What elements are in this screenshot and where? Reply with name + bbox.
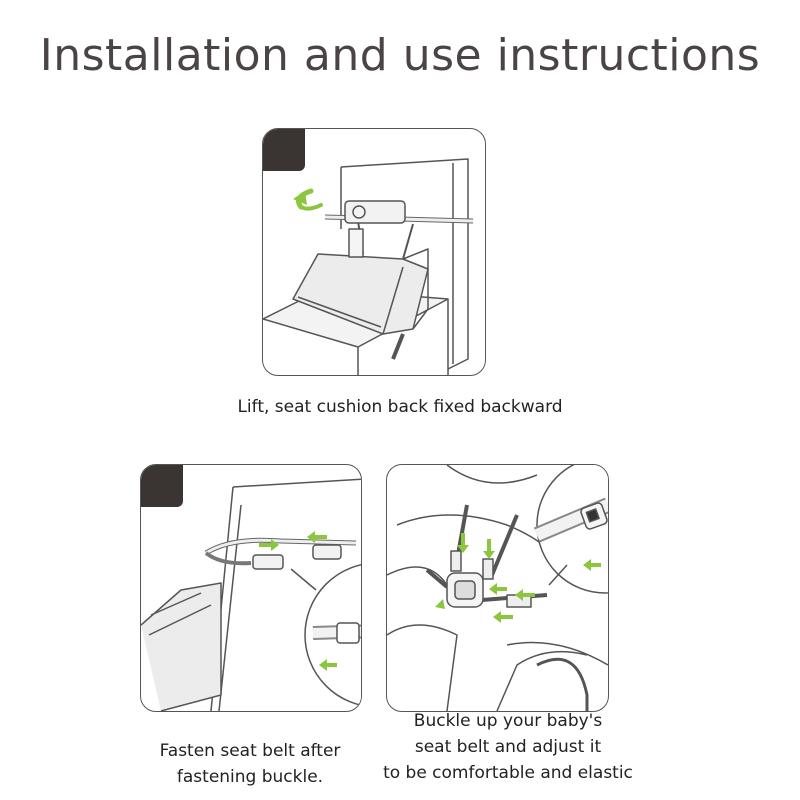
- step-1-caption: Lift, seat cushion back fixed backward: [140, 394, 660, 420]
- caption-line: Buckle up your baby's: [413, 711, 603, 731]
- step-1-illustration: [262, 128, 486, 376]
- caption-line: Lift, seat cushion back fixed backward: [237, 397, 563, 417]
- baby-harness-drawing: [387, 465, 608, 711]
- arrow-icon: [427, 533, 601, 623]
- arrow-icon: [259, 531, 337, 671]
- caption-line: fastening buckle.: [176, 767, 324, 787]
- caption-line: Fasten seat belt after: [159, 741, 341, 761]
- corner-tab: [141, 465, 183, 507]
- page-title: Installation and use instructions: [39, 30, 761, 81]
- step-3-caption: Buckle up your baby's seat belt and adju…: [358, 708, 658, 786]
- caption-line: to be comfortable and elastic: [383, 763, 633, 783]
- step-3-illustration: [386, 464, 609, 712]
- step-2-illustration: [140, 464, 362, 712]
- booster-seat-lift-drawing: [263, 158, 474, 375]
- corner-tab: [263, 129, 305, 171]
- step-2-caption: Fasten seat belt after fastening buckle.: [140, 738, 360, 790]
- seat-belt-fasten-drawing: [141, 478, 361, 711]
- caption-line: seat belt and adjust it: [414, 737, 602, 757]
